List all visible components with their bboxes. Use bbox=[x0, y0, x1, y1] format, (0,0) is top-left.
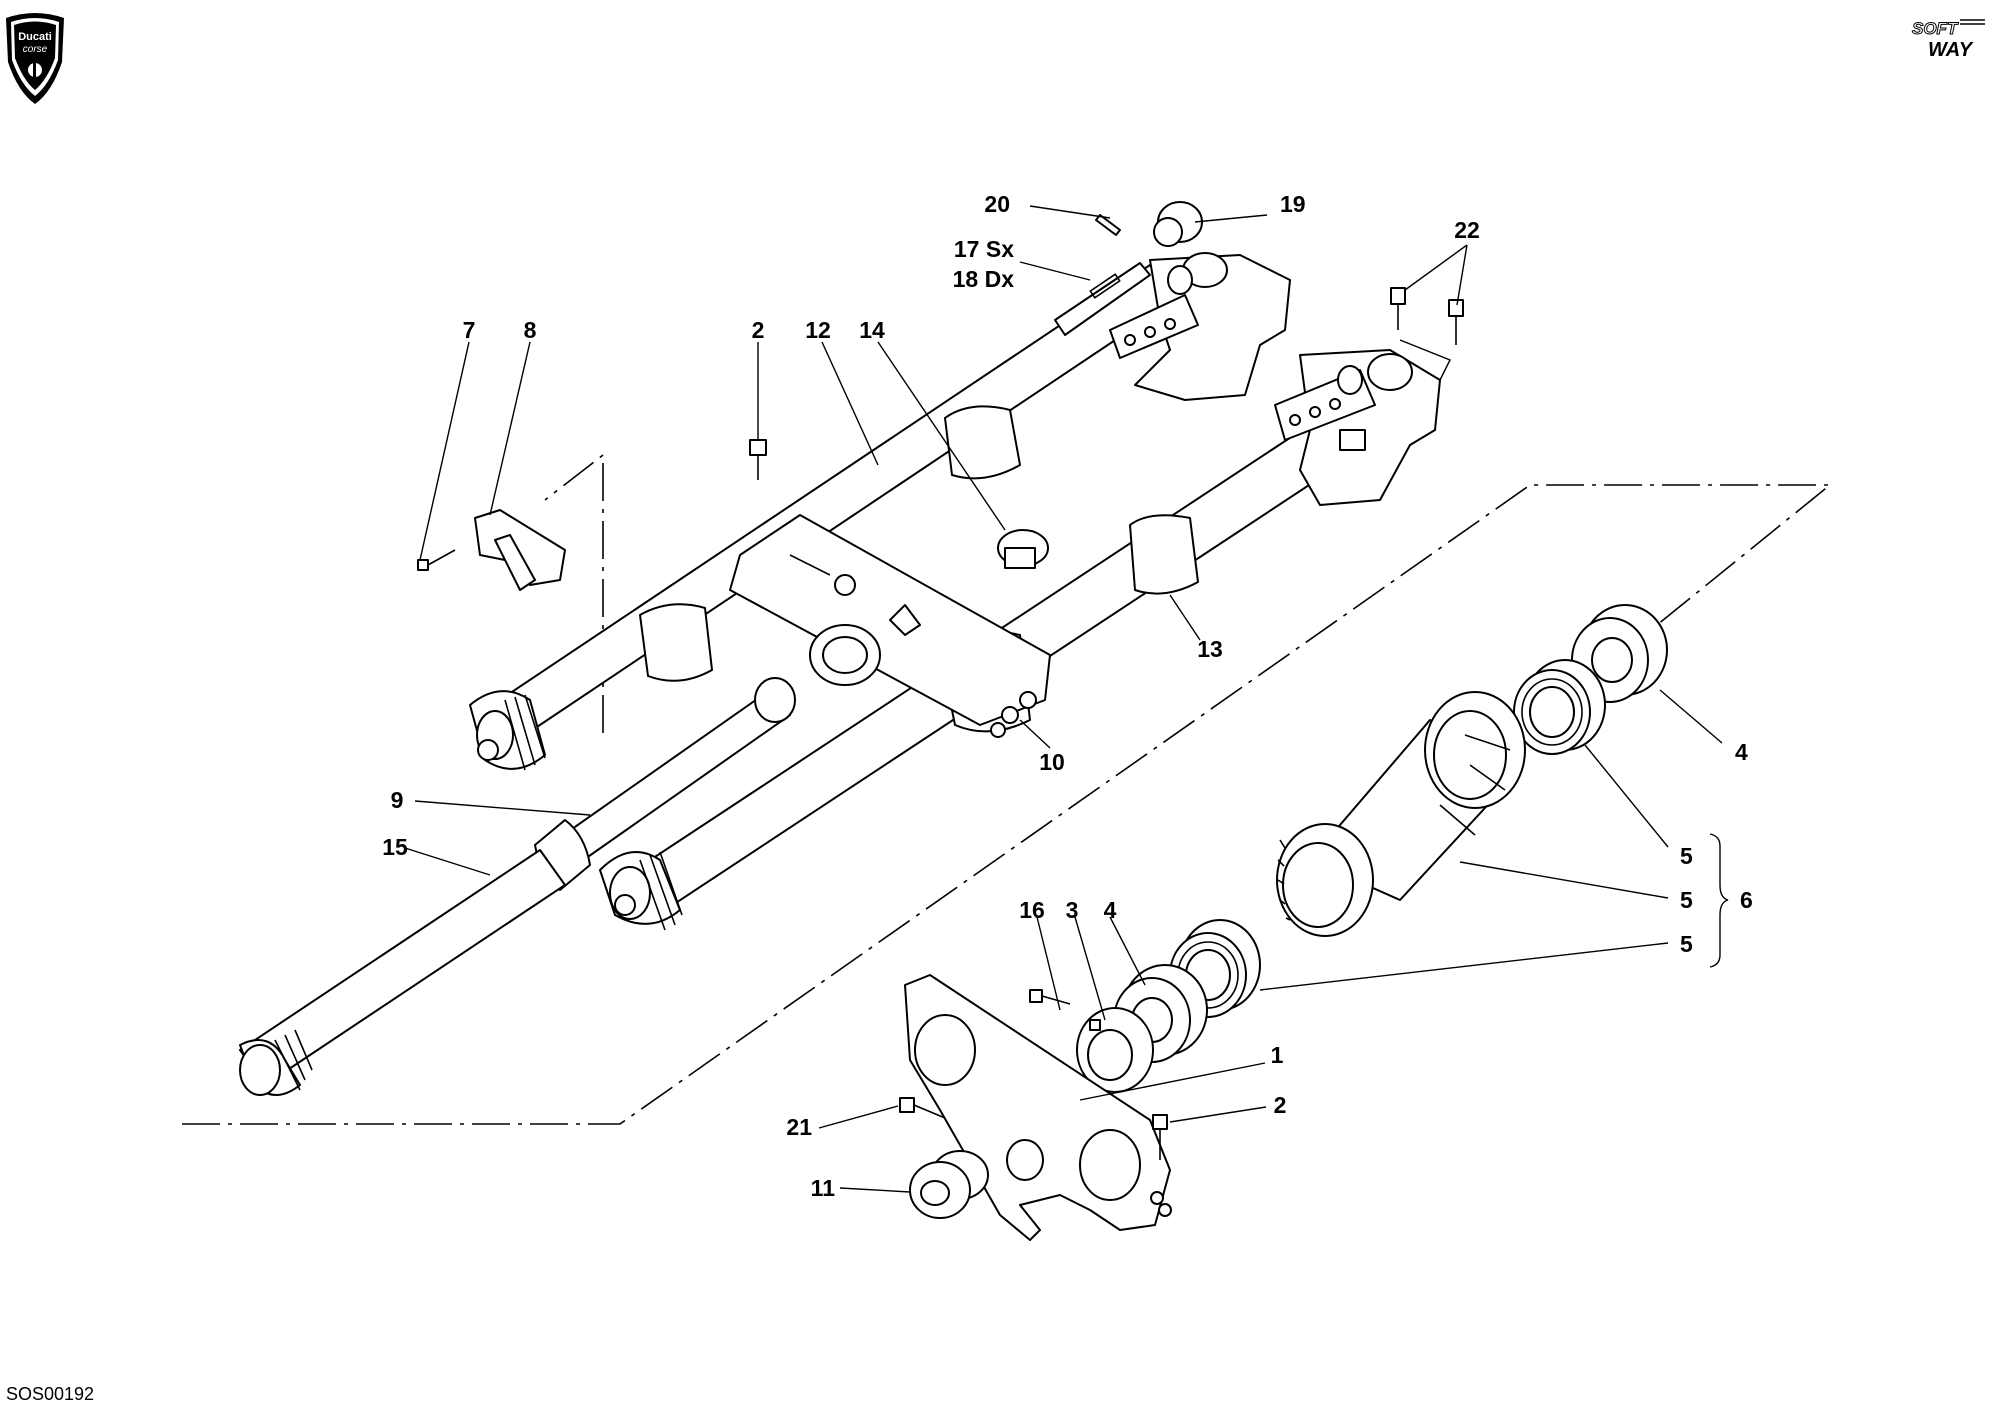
callout-10: 10 bbox=[1039, 749, 1065, 775]
callout-2-upper: 2 bbox=[752, 317, 765, 343]
logo-text-ducati: Ducati bbox=[18, 31, 52, 43]
callout-14: 14 bbox=[859, 317, 885, 343]
steering-stem-9 bbox=[534, 677, 796, 891]
drawing-code: SOS00192 bbox=[6, 1384, 95, 1404]
callout-12: 12 bbox=[805, 317, 831, 343]
steering-tube-6 bbox=[1276, 691, 1526, 937]
softway-text-soft: SOFT bbox=[1912, 19, 1959, 38]
callout-7: 7 bbox=[463, 317, 476, 343]
callout-11: 11 bbox=[811, 1175, 836, 1201]
plug-14 bbox=[997, 529, 1049, 569]
callout-18: 18 Dx bbox=[953, 266, 1015, 292]
bracket-8 bbox=[474, 509, 566, 591]
callout-19: 19 bbox=[1280, 191, 1306, 217]
callout-13: 13 bbox=[1197, 636, 1223, 662]
softway-logo: SOFT WAY bbox=[1908, 14, 1994, 64]
callout-5-upper: 5 bbox=[1680, 843, 1693, 869]
logo-text-corse: corse bbox=[23, 44, 48, 55]
callout-16: 16 bbox=[1019, 897, 1045, 923]
callout-labels: 20 19 17 Sx 18 Dx 22 7 8 2 12 14 13 10 9… bbox=[382, 191, 1753, 1201]
cap-19 bbox=[1153, 201, 1203, 247]
spring-20 bbox=[1095, 214, 1121, 236]
softway-text-way: WAY bbox=[1928, 39, 1974, 61]
callout-5-middle: 5 bbox=[1680, 887, 1693, 913]
bolt-2-upper bbox=[749, 439, 767, 480]
bolt-21 bbox=[899, 1097, 946, 1119]
bolts-22 bbox=[1390, 287, 1464, 345]
leader-lines bbox=[404, 205, 1729, 1193]
callout-9: 9 bbox=[391, 787, 404, 813]
upper-triple-clamp bbox=[729, 514, 1051, 726]
clamp-bolts-10 bbox=[990, 691, 1037, 738]
callout-17: 17 Sx bbox=[954, 236, 1014, 262]
callout-8: 8 bbox=[524, 317, 537, 343]
callout-6: 6 bbox=[1740, 887, 1753, 913]
ducati-corse-logo: Ducati corse bbox=[6, 13, 64, 104]
bolt-2-lower bbox=[1152, 1114, 1168, 1160]
lower-triple-clamp-1 bbox=[904, 974, 1172, 1241]
nut-11 bbox=[909, 1150, 989, 1219]
callout-2-lower: 2 bbox=[1274, 1092, 1287, 1118]
bolt-7 bbox=[417, 549, 456, 571]
adjuster-lever bbox=[1054, 262, 1151, 336]
callout-15: 15 bbox=[382, 834, 408, 860]
clip-on-right bbox=[1274, 349, 1441, 506]
clip-on-left bbox=[1109, 252, 1291, 401]
fork-leg-left bbox=[469, 264, 1176, 771]
ring-nut-3 bbox=[1076, 1007, 1154, 1093]
callout-21: 21 bbox=[786, 1114, 812, 1140]
callout-4-upper: 4 bbox=[1735, 739, 1748, 765]
tube-15 bbox=[239, 849, 566, 1096]
callout-20: 20 bbox=[984, 191, 1010, 217]
callout-5-lower: 5 bbox=[1680, 931, 1693, 957]
callout-1: 1 bbox=[1271, 1042, 1284, 1068]
callout-3: 3 bbox=[1066, 897, 1079, 923]
callout-22: 22 bbox=[1454, 217, 1480, 243]
bolt-16 bbox=[1029, 989, 1071, 1005]
callout-4-lower: 4 bbox=[1104, 897, 1117, 923]
bearing-5-upper bbox=[1513, 659, 1606, 755]
